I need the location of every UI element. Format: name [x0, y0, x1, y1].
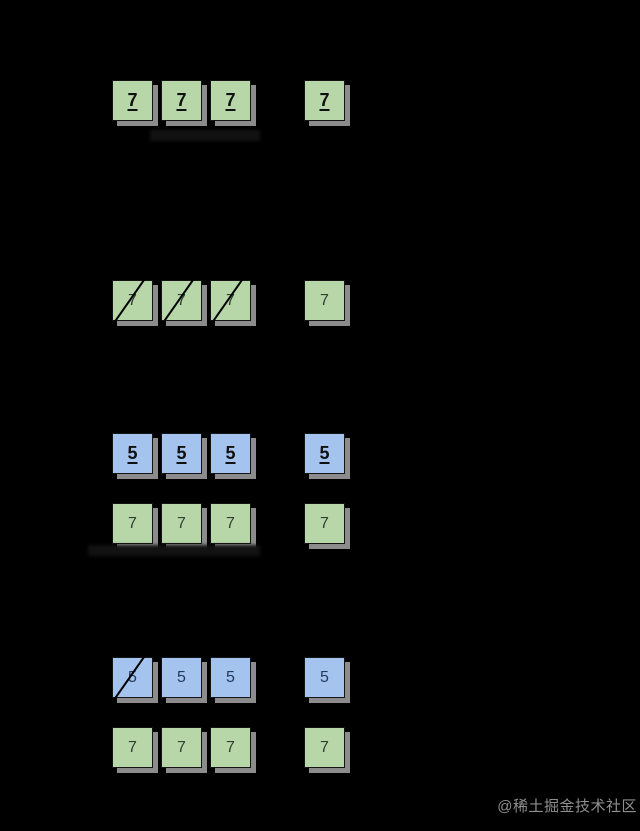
strikethrough-line — [154, 276, 196, 336]
value-label: 7 — [226, 291, 235, 309]
value-label: 7 — [320, 514, 329, 532]
strikethrough-line — [105, 653, 147, 713]
value-box: 5 — [105, 653, 153, 713]
value-label: 5 — [176, 443, 187, 463]
value-label: 5 — [128, 668, 137, 686]
value-box: 7 — [210, 503, 251, 544]
value-label: 7 — [128, 291, 137, 309]
value-box: 7 — [210, 727, 251, 768]
value-label: 7 — [320, 291, 329, 309]
strikethrough-line — [203, 276, 245, 336]
value-label: 7 — [320, 738, 329, 756]
value-box: 7 — [161, 503, 202, 544]
single-value-box: 7 — [304, 80, 345, 121]
single-value-box: 7 — [304, 280, 345, 321]
value-box: 5 — [161, 657, 202, 698]
strikethrough-line — [105, 276, 147, 336]
value-box: 7 — [112, 80, 153, 121]
value-box: 7 — [161, 727, 202, 768]
value-label: 7 — [319, 90, 330, 110]
single-value-box: 5 — [304, 657, 345, 698]
value-label: 7 — [177, 738, 186, 756]
single-value-box: 7 — [304, 727, 345, 768]
single-value-box: 7 — [304, 503, 345, 544]
value-label: 5 — [177, 668, 186, 686]
value-box: 7 — [112, 727, 153, 768]
obscured-text — [150, 130, 260, 141]
value-label: 7 — [128, 514, 137, 532]
value-label: 5 — [225, 443, 236, 463]
value-label: 7 — [128, 738, 137, 756]
value-label: 7 — [226, 514, 235, 532]
value-box: 5 — [210, 433, 251, 474]
value-label: 5 — [226, 668, 235, 686]
value-box: 5 — [210, 657, 251, 698]
value-label: 7 — [177, 514, 186, 532]
value-box: 7 — [105, 276, 153, 336]
obscured-text — [88, 545, 260, 556]
watermark: @稀土掘金技术社区 — [497, 798, 637, 815]
value-box: 7 — [161, 80, 202, 121]
value-box: 7 — [203, 276, 251, 336]
value-label: 7 — [225, 90, 236, 110]
single-value-box: 5 — [304, 433, 345, 474]
value-label: 7 — [226, 738, 235, 756]
value-label: 5 — [320, 668, 329, 686]
value-label: 7 — [127, 90, 138, 110]
value-box: 5 — [112, 433, 153, 474]
value-label: 5 — [127, 443, 138, 463]
value-box: 7 — [112, 503, 153, 544]
value-label: 7 — [176, 90, 187, 110]
value-label: 5 — [319, 443, 330, 463]
value-box: 7 — [210, 80, 251, 121]
value-box: 5 — [161, 433, 202, 474]
value-label: 7 — [177, 291, 186, 309]
value-box: 7 — [154, 276, 202, 336]
